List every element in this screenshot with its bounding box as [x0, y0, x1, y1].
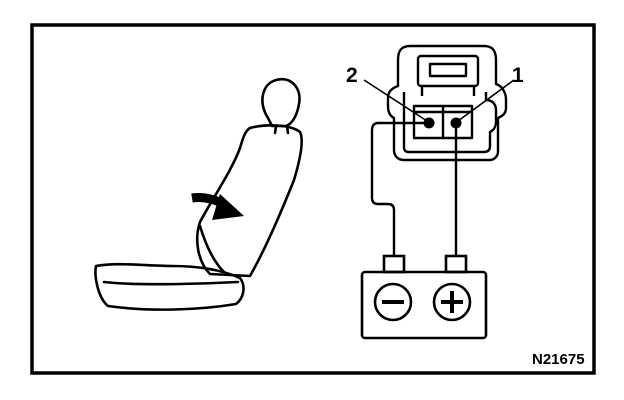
wires: [370, 121, 458, 256]
seat-cushion: [94, 262, 245, 311]
battery-positive-post: [444, 254, 468, 274]
connector-shell: [386, 44, 508, 162]
battery-negative-circle: [373, 282, 413, 322]
reference-code: N21675: [532, 351, 585, 368]
pin-2-leader: [363, 79, 428, 122]
connector: [386, 44, 508, 162]
seat-headrest: [261, 77, 301, 128]
connector-lock-slot: [428, 62, 468, 78]
recline-arrow-icon: [191, 193, 244, 220]
diagram-frame: [30, 23, 596, 375]
battery: [360, 254, 488, 340]
pin-1-leader: [457, 79, 515, 122]
plus-icon: [441, 291, 463, 313]
connector-lock-tab: [416, 54, 480, 88]
seat-illustration: [94, 77, 303, 311]
connector-inner-shell: [402, 92, 498, 154]
pin-1-label: 1: [512, 64, 524, 87]
battery-case: [360, 270, 488, 340]
battery-negative-post: [382, 254, 406, 274]
seat-cushion-seam: [102, 280, 240, 286]
pin-2-label: 2: [346, 64, 358, 87]
seat-backrest: [196, 124, 303, 278]
seat-backrest-contour: [198, 224, 226, 274]
battery-positive-circle: [432, 282, 472, 322]
wire-terminal-2-negative: [370, 121, 429, 256]
